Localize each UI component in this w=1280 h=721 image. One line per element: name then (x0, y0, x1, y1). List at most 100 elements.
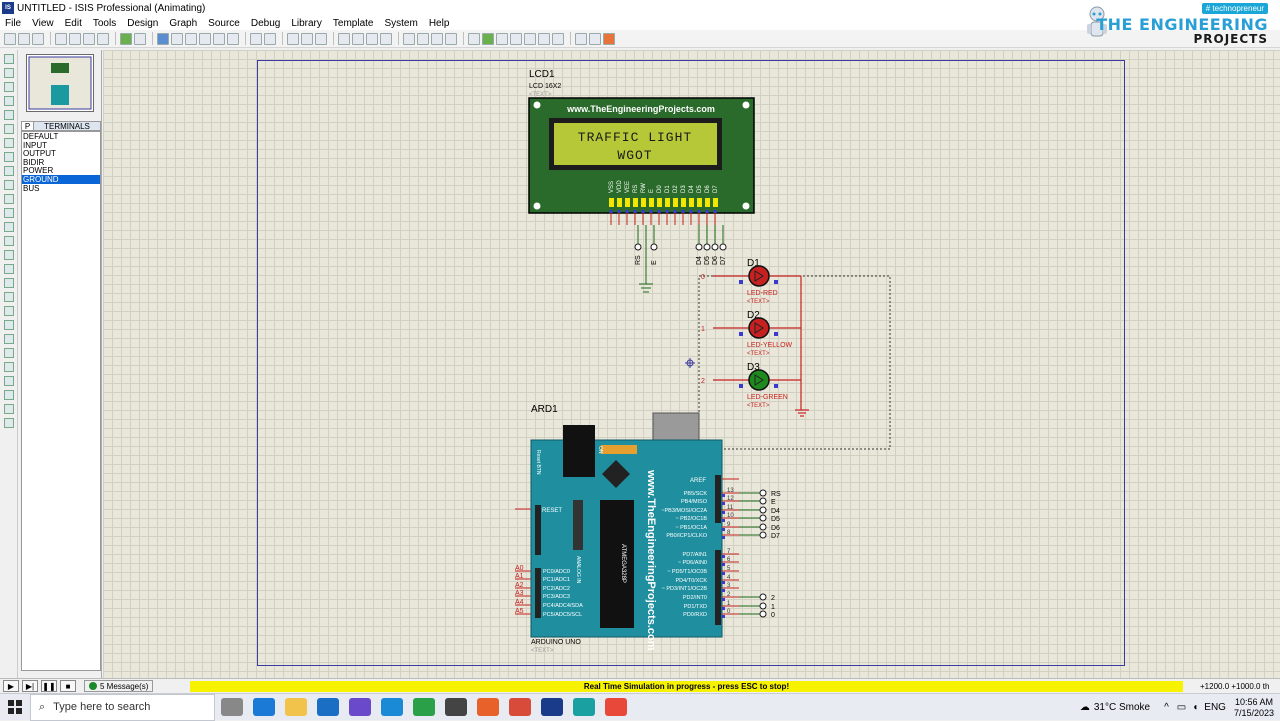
subcircuit-icon[interactable] (3, 138, 14, 148)
network-icon[interactable]: ▭ (1176, 702, 1187, 713)
menu-help[interactable]: Help (428, 17, 450, 29)
menu-system[interactable]: System (384, 17, 418, 29)
junction-icon[interactable] (3, 82, 14, 92)
area-icon[interactable] (97, 32, 109, 45)
pick-button[interactable]: P (22, 122, 34, 131)
selection-box[interactable] (698, 275, 891, 450)
new-file-icon[interactable] (4, 32, 16, 45)
export-icon[interactable] (69, 32, 81, 45)
property-assign-icon[interactable] (496, 32, 508, 45)
goto-sheet-icon[interactable] (552, 32, 564, 45)
clock[interactable]: 10:56 AM 7/15/2023 (1234, 697, 1274, 719)
firefox-icon[interactable] (477, 698, 499, 716)
current-probe-icon[interactable] (3, 236, 14, 246)
vscode-icon[interactable] (381, 698, 403, 716)
file-explorer-icon[interactable] (285, 698, 307, 716)
device-pins-icon[interactable] (3, 166, 14, 176)
list-item[interactable]: DEFAULT (23, 132, 59, 141)
text-icon[interactable] (3, 334, 14, 344)
block-copy-icon[interactable] (338, 32, 350, 45)
block-delete-icon[interactable] (380, 32, 392, 45)
menu-debug[interactable]: Debug (250, 17, 281, 29)
arc-icon[interactable] (3, 306, 14, 316)
pause-button[interactable]: ❚❚ (41, 680, 57, 692)
overview-preview[interactable] (26, 54, 94, 112)
block-move-icon[interactable] (352, 32, 364, 45)
symbol-icon[interactable] (3, 348, 14, 358)
menu-graph[interactable]: Graph (169, 17, 198, 29)
led-body[interactable] (748, 265, 770, 287)
cut-icon[interactable] (287, 32, 299, 45)
make-device-icon[interactable] (417, 32, 429, 45)
list-item[interactable]: POWER (23, 166, 54, 176)
component-mode-icon[interactable] (3, 68, 14, 78)
arduino-board[interactable] (530, 412, 723, 638)
box-icon[interactable] (3, 278, 14, 288)
redraw-icon[interactable] (120, 32, 132, 45)
design-explorer-icon[interactable] (510, 32, 522, 45)
lcd-module[interactable] (528, 97, 755, 214)
virtual-instruments-icon[interactable] (3, 250, 14, 260)
camtasia-icon[interactable] (413, 698, 435, 716)
taskbar-search[interactable]: ⌕ Type here to search (30, 693, 215, 721)
menu-file[interactable]: File (5, 17, 22, 29)
messages-indicator[interactable]: 5 Message(s) (84, 680, 154, 692)
undo-icon[interactable] (250, 32, 262, 45)
pen-tool-icon[interactable] (445, 698, 467, 716)
play-button[interactable]: ▶ (3, 680, 19, 692)
terminals-icon[interactable] (3, 152, 14, 162)
step-button[interactable]: ▶| (22, 680, 38, 692)
mail-icon[interactable] (317, 698, 339, 716)
zoom-all-icon[interactable] (213, 32, 225, 45)
block-rotate-icon[interactable] (366, 32, 378, 45)
menu-template[interactable]: Template (332, 17, 374, 29)
rotate-ccw-icon[interactable] (3, 390, 14, 400)
menu-design[interactable]: Design (127, 17, 159, 29)
voltage-probe-icon[interactable] (3, 222, 14, 232)
text-script-icon[interactable] (3, 110, 14, 120)
menu-edit[interactable]: Edit (64, 17, 82, 29)
task-view-icon[interactable] (221, 698, 243, 716)
generator-icon[interactable] (3, 208, 14, 218)
wire-label-icon[interactable] (3, 96, 14, 106)
redo-icon[interactable] (264, 32, 276, 45)
mirror-y-icon[interactable] (3, 418, 14, 428)
start-button[interactable] (0, 694, 30, 721)
isis-taskbar-icon[interactable] (541, 698, 563, 716)
led-group[interactable]: D10LED-RED<TEXT>D21LED-YELLOW<TEXT>D32LE… (701, 258, 801, 409)
zoom-area-icon[interactable] (227, 32, 239, 45)
origin-icon[interactable] (157, 32, 169, 45)
new-sheet-icon[interactable] (524, 32, 536, 45)
list-item[interactable]: BIDIR (23, 157, 45, 167)
graph-icon[interactable] (3, 180, 14, 190)
print-icon[interactable] (83, 32, 95, 45)
list-item[interactable]: INPUT (23, 140, 47, 150)
visual-studio-icon[interactable] (349, 698, 371, 716)
decompose-icon[interactable] (445, 32, 457, 45)
open-file-icon[interactable] (18, 32, 30, 45)
menu-source[interactable]: Source (208, 17, 240, 29)
menu-library[interactable]: Library (291, 17, 322, 29)
selection-mode-icon[interactable] (3, 54, 14, 64)
grid-icon[interactable] (134, 32, 146, 45)
marker-icon[interactable] (3, 362, 14, 372)
chrome-icon[interactable] (509, 698, 531, 716)
rotate-cw-icon[interactable] (3, 376, 14, 386)
paste-icon[interactable] (315, 32, 327, 45)
edge-icon[interactable] (253, 698, 275, 716)
copy-icon[interactable] (301, 32, 313, 45)
tape-recorder-icon[interactable] (3, 194, 14, 204)
language-indicator[interactable]: ENG (1204, 702, 1226, 713)
arduino-ide-icon[interactable] (573, 698, 595, 716)
path-icon[interactable] (3, 320, 14, 330)
remove-sheet-icon[interactable] (538, 32, 550, 45)
zoom-in-icon[interactable] (185, 32, 197, 45)
import-icon[interactable] (55, 32, 67, 45)
circle-icon[interactable] (3, 292, 14, 302)
bill-of-materials-icon[interactable] (575, 32, 587, 45)
zoom-out-icon[interactable] (199, 32, 211, 45)
list-item-selected[interactable]: GROUND (22, 174, 100, 184)
stop-button[interactable]: ■ (60, 680, 76, 692)
volume-icon[interactable]: ◖ (1192, 702, 1199, 713)
menu-view[interactable]: View (32, 17, 54, 29)
